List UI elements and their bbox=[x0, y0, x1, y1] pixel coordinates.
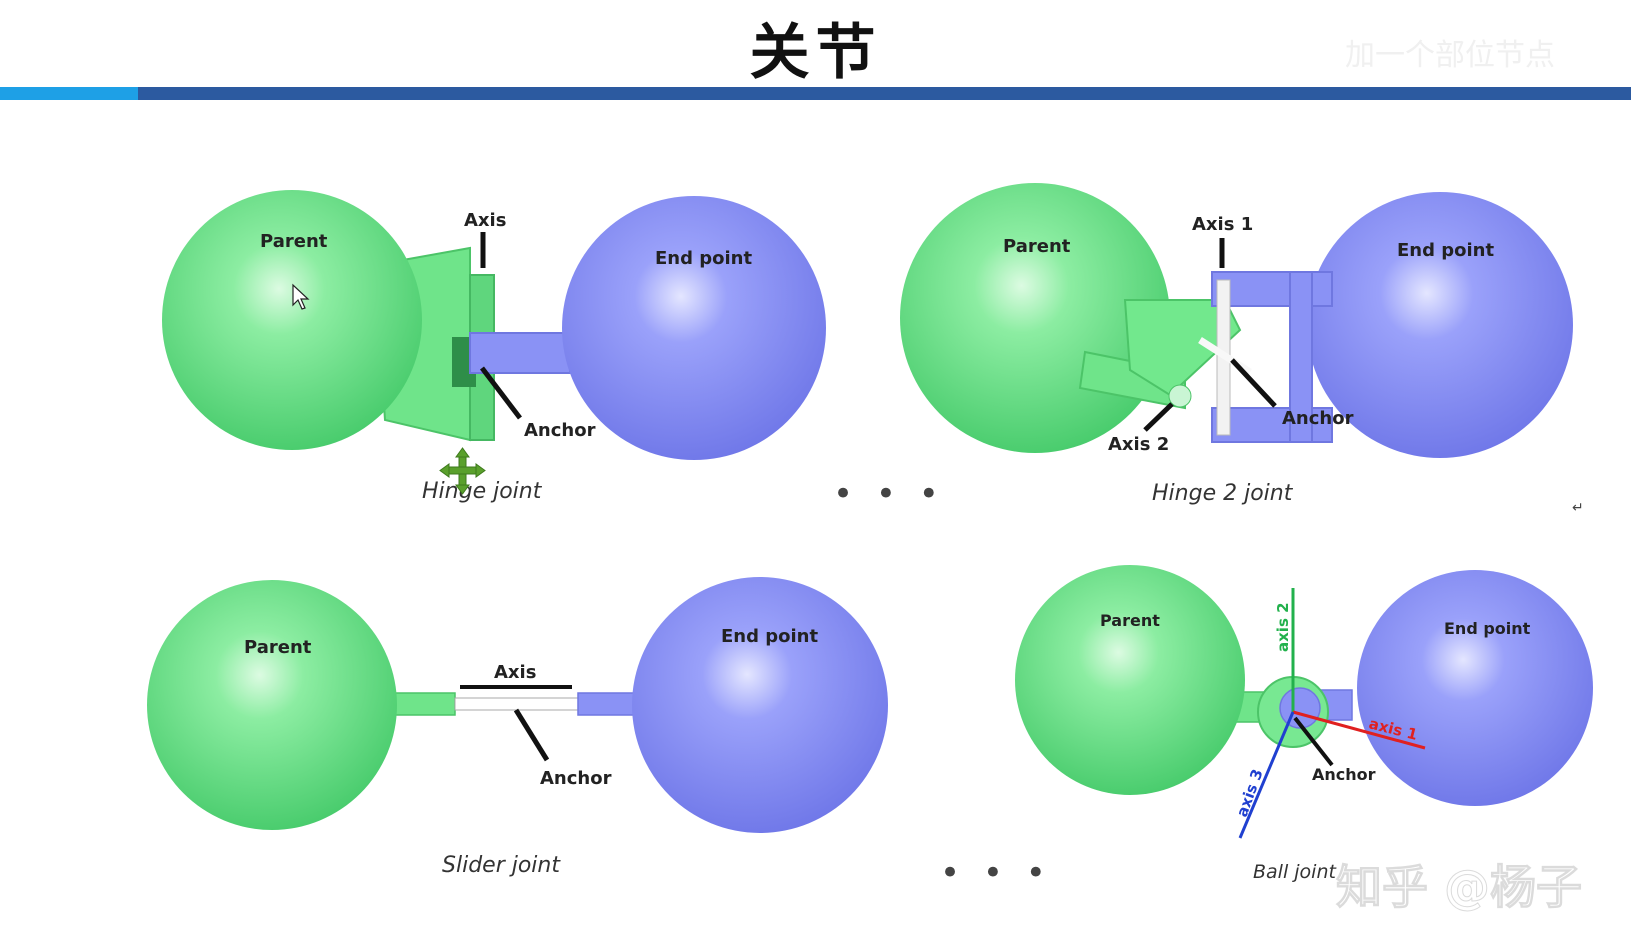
axis3-small-label: axis 3 bbox=[1233, 767, 1267, 820]
anchor-label: Anchor bbox=[524, 420, 596, 441]
hinge2-fork bbox=[1123, 299, 1242, 397]
ball-caption: Ball joint bbox=[1253, 861, 1337, 883]
title-underline bbox=[0, 87, 1631, 100]
title-underline-accent bbox=[0, 87, 138, 100]
end-point-label: End point bbox=[1444, 619, 1531, 638]
axis1-line bbox=[1292, 710, 1426, 750]
ellipsis-top: • • • bbox=[833, 474, 945, 514]
hinge2-caption: Hinge 2 joint bbox=[1152, 481, 1294, 506]
anchor-pointer bbox=[1293, 716, 1334, 767]
axis1-label: Axis 1 bbox=[1192, 214, 1253, 235]
parent-sphere bbox=[162, 190, 422, 450]
end-point-label: End point bbox=[721, 626, 818, 647]
axis3-line bbox=[1238, 711, 1295, 839]
parent-label: Parent bbox=[1100, 611, 1160, 630]
hinge2-knuckle bbox=[1168, 384, 1192, 408]
axis-label: Axis bbox=[464, 210, 506, 231]
slider-rail bbox=[454, 697, 581, 711]
hinge-joint-diagram: Parent End point Axis Anchor Hinge joint bbox=[162, 190, 826, 504]
parent-label: Parent bbox=[244, 637, 312, 658]
ellipsis-bottom: • • • bbox=[940, 853, 1052, 893]
axis2-label: Axis 2 bbox=[1108, 434, 1169, 455]
end-point-sphere bbox=[1307, 192, 1573, 458]
anchor-pointer bbox=[513, 708, 550, 762]
end-point-label: End point bbox=[1397, 240, 1494, 261]
slider-joint-diagram: Parent End point Axis Anchor Slider join… bbox=[147, 577, 888, 878]
end-point-sphere bbox=[1357, 570, 1593, 806]
slider-rod-blue bbox=[577, 692, 639, 716]
ball-joint-diagram: axis 2 axis 1 axis 3 Parent End point An… bbox=[1015, 565, 1593, 883]
hinge2-cross-axle bbox=[1198, 337, 1252, 375]
slider-rod-green bbox=[389, 692, 456, 716]
parent-label: Parent bbox=[260, 231, 328, 252]
anchor-label: Anchor bbox=[1312, 765, 1376, 784]
return-mark: ↵ bbox=[1572, 500, 1584, 516]
parent-sphere bbox=[1015, 565, 1245, 795]
end-point-label: End point bbox=[655, 248, 752, 269]
axis-label: Axis bbox=[494, 662, 536, 683]
mouse-cursor-icon bbox=[292, 283, 310, 310]
axis2-pointer bbox=[1143, 402, 1174, 432]
hinge2-bracket-side bbox=[1289, 271, 1313, 443]
watermark: 知乎 @杨子 bbox=[1336, 860, 1582, 914]
hinge-arm bbox=[469, 332, 571, 374]
end-point-sphere bbox=[562, 196, 826, 460]
end-point-sphere bbox=[632, 577, 888, 833]
hinge-caption: Hinge joint bbox=[422, 479, 543, 504]
faint-caption: 加一个部位节点 bbox=[1345, 38, 1555, 73]
parent-label: Parent bbox=[1003, 236, 1071, 257]
parent-sphere bbox=[147, 580, 397, 830]
axis2-small-label: axis 2 bbox=[1274, 602, 1292, 652]
slide-title: 关节 bbox=[749, 18, 882, 88]
slider-caption: Slider joint bbox=[442, 853, 561, 878]
hinge2-joint-diagram: Parent End point Axis 1 Anchor Axis 2 Hi… bbox=[900, 183, 1573, 506]
move-cross-icon bbox=[439, 447, 486, 495]
anchor-pointer bbox=[480, 366, 522, 420]
anchor-label: Anchor bbox=[1282, 408, 1354, 429]
anchor-pointer bbox=[1230, 358, 1277, 408]
anchor-label: Anchor bbox=[540, 768, 612, 789]
